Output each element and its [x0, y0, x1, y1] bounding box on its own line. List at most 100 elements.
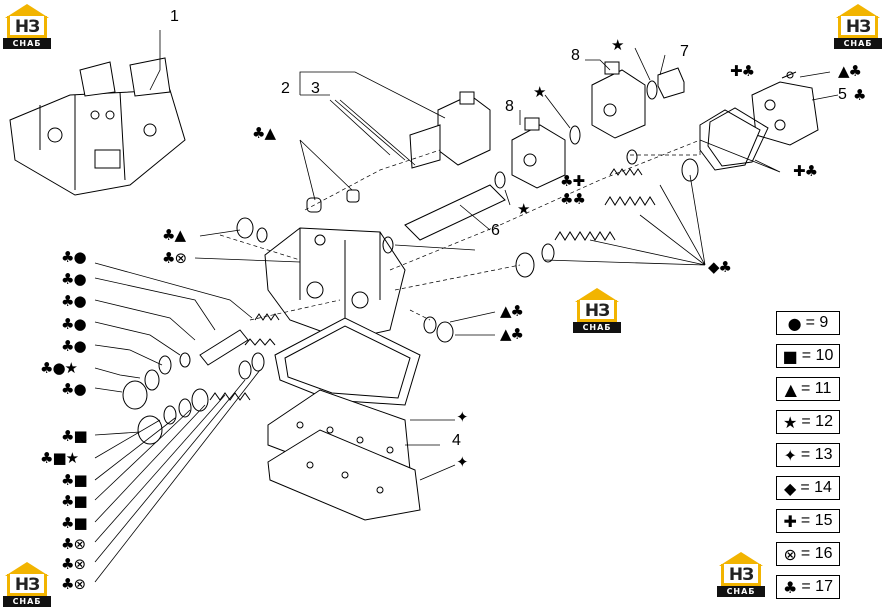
part-number-7: 7 [680, 43, 689, 60]
logo-sub: СНАБ [3, 596, 51, 607]
callout-left-3: ♣● [61, 292, 87, 310]
callout-left-8: ♣■ [61, 427, 88, 445]
callout-sparkle-b: ✦ [456, 453, 469, 471]
logo-top-left: НЗ СНАБ [1, 4, 53, 50]
logo-roof-icon [5, 4, 49, 18]
leader-lines [94, 30, 839, 583]
legend-triangle-icon: ▲ [784, 379, 797, 399]
callout-club-triangle-top: ♣▲ [252, 124, 276, 142]
legend-text: = 10 [801, 347, 834, 364]
dashed-assembly-lines [219, 139, 701, 321]
part-number-8a: 8 [571, 47, 580, 64]
callout-left-4: ♣● [61, 315, 87, 333]
legend-cross-icon: ✚ [783, 511, 797, 531]
valve-body-illustration [264, 189, 406, 341]
legend-item-otimes: ⊗ = 16 [776, 542, 840, 566]
callout-left-15: ♣⊗ [61, 575, 86, 593]
logo-mark: НЗ [728, 565, 754, 585]
callout-triangle-club-a: ▲♣ [500, 302, 524, 320]
legend-text: = 11 [800, 380, 832, 397]
callout-left-1: ♣● [61, 248, 87, 266]
legend-text: = 13 [800, 446, 833, 463]
gasket-plate-illustration [274, 317, 421, 406]
legend-diamond-icon: ◆ [784, 478, 797, 498]
legend-item-cross: ✚ = 15 [776, 509, 840, 533]
callout-diamond-club: ◆♣ [708, 258, 732, 276]
springs-illustration [209, 149, 699, 401]
logo-roof-icon [836, 4, 880, 18]
legend-text: = 16 [800, 545, 833, 562]
legend-item-diamond: ◆ = 14 [776, 476, 840, 500]
part-number-3: 3 [311, 80, 320, 97]
logo-mark: НЗ [14, 575, 40, 595]
legend-text: = 15 [800, 512, 833, 529]
logo-sub: СНАБ [717, 586, 765, 597]
callout-star-c: ★ [517, 200, 530, 218]
logo-sub: СНАБ [834, 38, 882, 49]
logo-mark: НЗ [14, 17, 40, 37]
legend-text: = 12 [801, 413, 833, 430]
callout-star-b: ★ [533, 83, 546, 101]
legend-item-circle: ● = 9 [776, 311, 840, 335]
logo-roof-icon [5, 562, 49, 576]
logo-roof-icon [575, 288, 619, 302]
legend-item-square: ■ = 10 [776, 344, 840, 368]
legend-sparkle-icon: ✦ [783, 445, 797, 465]
callout-club-club: ♣♣ [560, 190, 586, 208]
legend-text: = 17 [801, 578, 833, 595]
callout-club-otimes: ♣⊗ [162, 249, 187, 267]
callout-left-5: ♣● [61, 337, 87, 355]
part-number-4: 4 [452, 432, 461, 449]
legend-item-sparkle: ✦ = 13 [776, 443, 840, 467]
logo-center: НЗ СНАБ [571, 288, 623, 334]
spool-illustration [382, 171, 506, 254]
logo-sub: СНАБ [3, 38, 51, 49]
callout-left-9: ♣■★ [40, 449, 79, 467]
callout-left-2: ♣● [61, 270, 87, 288]
logo-mark: НЗ [845, 17, 871, 37]
callout-triangle-club-bolt: ▲♣ [838, 62, 862, 80]
logo-roof-icon [719, 552, 763, 566]
callout-left-12: ♣■ [61, 514, 88, 532]
part-number-5: 5 [838, 86, 847, 103]
end-cover-illustration [699, 71, 819, 171]
callout-cross-club-cover: ✚♣ [730, 62, 755, 80]
valve-assembly-illustration [9, 57, 186, 196]
logo-sub: СНАБ [573, 322, 621, 333]
legend-club-icon: ♣ [783, 577, 798, 597]
coil-block-illustration [511, 61, 685, 189]
callout-left-11: ♣■ [61, 492, 88, 510]
legend-item-club: ♣ = 17 [776, 575, 840, 599]
callout-sparkle-a: ✦ [456, 408, 469, 426]
logo-top-right: НЗ СНАБ [832, 4, 884, 50]
callout-left-7: ♣● [61, 380, 87, 398]
legend-otimes-icon: ⊗ [783, 544, 797, 564]
callout-club-triangle-plug: ♣▲ [162, 226, 186, 244]
callout-left-13: ♣⊗ [61, 535, 86, 553]
legend-circle-icon: ● [787, 313, 802, 333]
legend-item-triangle: ▲ = 11 [776, 377, 840, 401]
callout-left-6: ♣●★ [40, 359, 78, 377]
callout-club-cross: ♣✚ [560, 172, 585, 190]
callout-cross-club-right: ✚♣ [793, 162, 818, 180]
callout-left-14: ♣⊗ [61, 555, 86, 573]
legend-square-icon: ■ [782, 346, 798, 366]
part-number-1: 1 [170, 8, 179, 25]
legend-text: = 9 [805, 314, 829, 331]
callout-triangle-club-b: ▲♣ [500, 325, 524, 343]
legend-text: = 14 [800, 479, 832, 496]
callout-star-a: ★ [611, 36, 624, 54]
legend-star-icon: ★ [783, 412, 798, 432]
solenoid-illustration [409, 91, 491, 169]
logo-bottom-left: НЗ СНАБ [1, 562, 53, 608]
plugs-and-rings-illustration [122, 217, 454, 445]
callout-club-cover: ♣ [853, 86, 866, 104]
logo-bottom-right: НЗ СНАБ [715, 552, 767, 598]
logo-mark: НЗ [584, 301, 610, 321]
legend-item-star: ★ = 12 [776, 410, 840, 434]
part-number-8b: 8 [505, 98, 514, 115]
part-number-2: 2 [281, 80, 290, 97]
part-number-6: 6 [491, 222, 500, 239]
